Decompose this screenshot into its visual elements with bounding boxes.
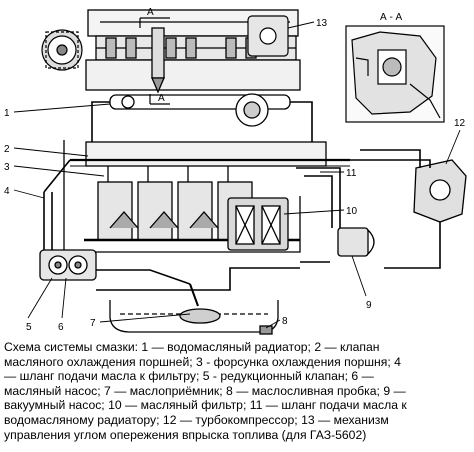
caption-line: масляного охлаждения поршней; 3 - форсун… [4,354,401,369]
section-view-a-a [345,25,445,123]
callout-3: 3 [4,162,10,173]
section-view-title: А - А [380,12,403,23]
caption-line: Схема системы смазки: 1 — водомасляный р… [4,340,380,354]
callout-9: 9 [366,300,372,311]
caption-line: управления углом опережения впрыска топл… [4,427,367,442]
callout-12: 12 [454,118,466,129]
oil-lines [43,101,441,291]
callout-2: 2 [4,144,10,155]
callout-6: 6 [58,322,64,333]
callout-7: 7 [90,318,96,329]
section-mark-label-top: А [147,7,154,18]
turbocharger [413,159,467,223]
caption-line: вакуумный насос; 10 — масляный фильтр; 1… [4,398,407,413]
section-mark-label-bottom: А [158,93,165,104]
callouts: 1 2 3 4 5 6 7 8 9 10 11 12 13 [4,18,466,333]
caption-line: — шланг подачи масла к фильтру; 5 - реду… [4,369,374,384]
callout-13: 13 [316,18,328,29]
oil-sump [109,283,279,335]
lubrication-system-diagram: А А А - А [4,7,467,335]
callout-1: 1 [4,108,10,119]
section-mark-top [139,17,170,105]
figure-caption: Схема системы смазки: 1 — водомасляный р… [4,340,470,450]
oil-pump [39,249,97,281]
callout-leaders [13,21,461,329]
callout-4: 4 [4,186,10,197]
oil-filter [227,197,289,251]
caption-line: водомасляному радиатору; 12 — турбокомпр… [4,412,389,427]
caption-line: масляный насос; 7 — маслоприёмник; 8 — м… [4,383,406,398]
engine-block [63,140,350,263]
callout-5: 5 [26,322,32,333]
timing-gear [41,29,83,71]
vacuum-pump [337,227,375,257]
callout-8: 8 [282,316,288,327]
injection-timing-mechanism [247,15,289,57]
callout-10: 10 [346,206,358,217]
callout-11: 11 [346,168,357,179]
